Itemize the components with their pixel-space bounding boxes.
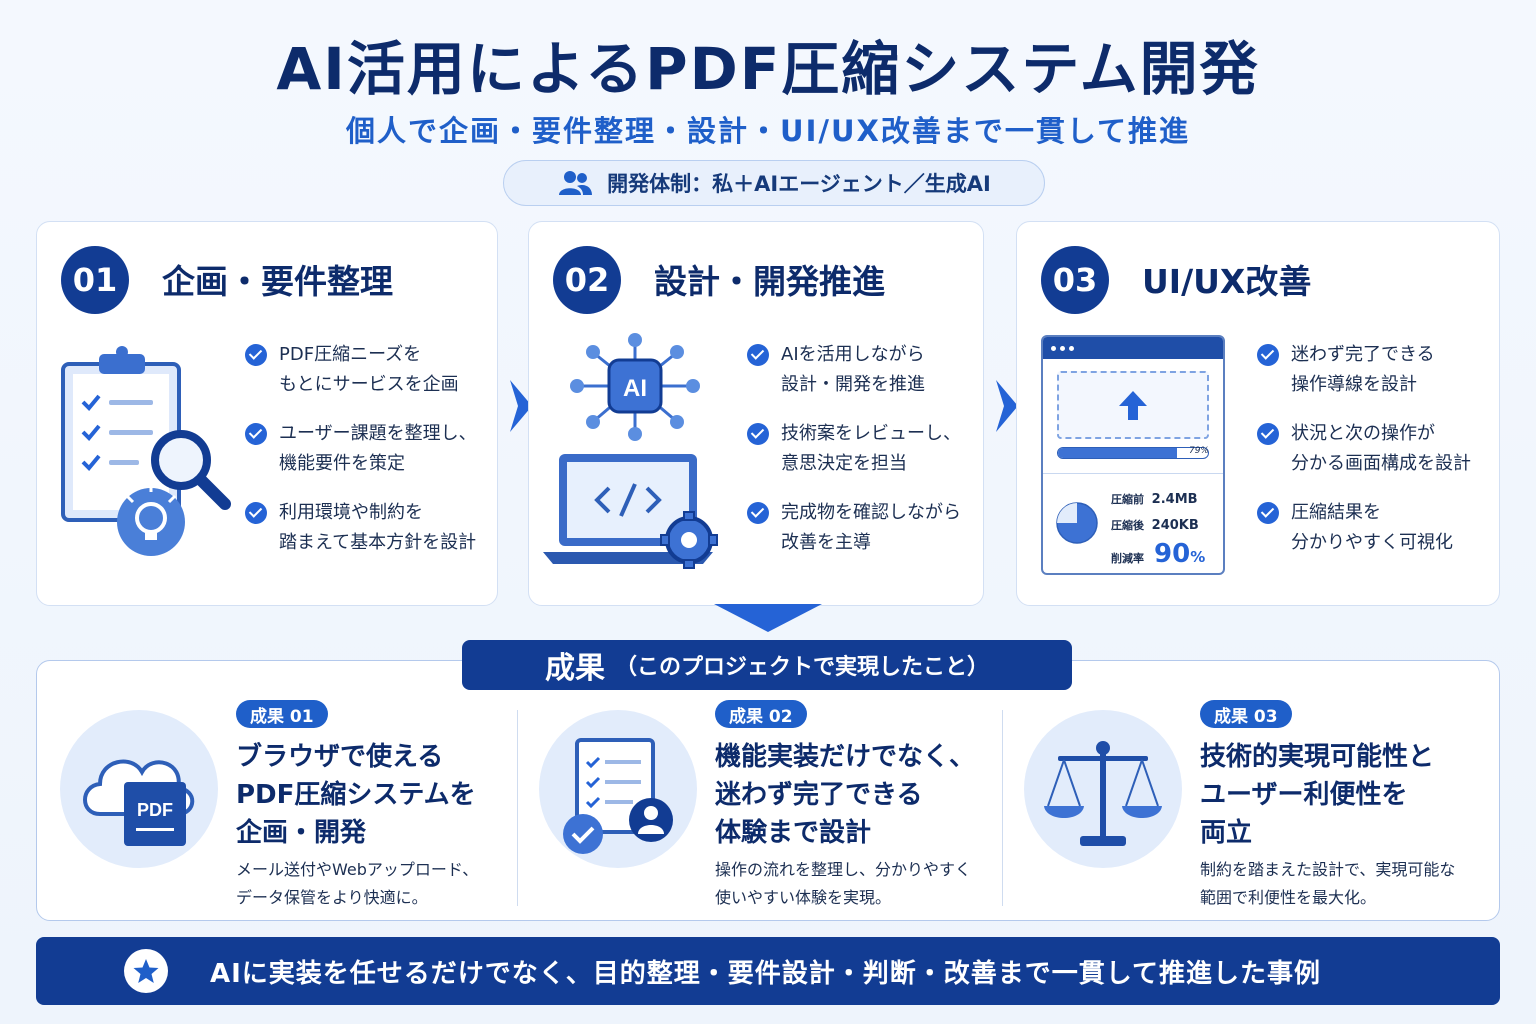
check-icon bbox=[747, 502, 769, 524]
check-icon bbox=[747, 344, 769, 366]
check-icon bbox=[245, 502, 267, 524]
check-icon bbox=[1257, 502, 1279, 524]
list-item: PDF圧縮ニーズを もとにサービスを企画 bbox=[245, 340, 477, 419]
result-tag: 成果 01 bbox=[236, 700, 328, 728]
chevron-right-icon bbox=[996, 380, 1018, 432]
checklist-user-icon bbox=[563, 738, 673, 854]
divider bbox=[1002, 710, 1003, 906]
list-item: 圧縮結果を 分かりやすく可視化 bbox=[1257, 498, 1471, 577]
step-title: UI/UX改善 bbox=[1142, 262, 1312, 301]
footer-text: AIに実装を任せるだけでなく、目的整理・要件設計・判断・改善まで一貫して推進した… bbox=[210, 958, 1322, 989]
users-icon bbox=[559, 171, 593, 195]
check-icon bbox=[245, 423, 267, 445]
check-icon bbox=[245, 344, 267, 366]
upload-arrow-icon bbox=[1119, 391, 1147, 420]
step-bullets: PDF圧縮ニーズを もとにサービスを企画 ユーザー課題を整理し、 機能要件を策定… bbox=[245, 340, 477, 577]
team-label: 開発体制：私＋AIエージェント／生成AI bbox=[607, 172, 991, 196]
check-icon bbox=[1257, 344, 1279, 366]
result-title: 技術的実現可能性と ユーザー利便性を 両立 bbox=[1200, 742, 1435, 848]
result-desc: メール送付やWebアップロード、 データ保管をより快適に。 bbox=[236, 860, 479, 907]
footer-banner: AIに実装を任せるだけでなく、目的整理・要件設計・判断・改善まで一貫して推進した… bbox=[36, 937, 1500, 1005]
result-desc: 制約を踏まえた設計で、実現可能な 範囲で利便性を最大化。 bbox=[1200, 860, 1456, 907]
check-icon bbox=[747, 423, 769, 445]
results-heading: 成果 bbox=[544, 651, 605, 686]
chevron-right-icon bbox=[510, 380, 532, 432]
star-icon bbox=[133, 959, 159, 983]
page-subtitle: 個人で企画・要件整理・設計・UI/UX改善まで一貫して推進 bbox=[346, 114, 1190, 148]
result-tag: 成果 02 bbox=[715, 700, 807, 728]
rate-label: 削減率 bbox=[1111, 552, 1144, 565]
progress-label: 79% bbox=[1188, 446, 1209, 456]
divider bbox=[517, 710, 518, 906]
result-title: 機能実装だけでなく、 迷わず完了できる 体験まで設計 bbox=[715, 742, 976, 848]
result-item-03: 成果 03 技術的実現可能性と ユーザー利便性を 両立 制約を踏まえた設計で、実… bbox=[1000, 700, 1470, 915]
list-item: 完成物を確認しながら 改善を主導 bbox=[747, 498, 961, 577]
step-bullets: 迷わず完了できる 操作導線を設計 状況と次の操作が 分かる画面構成を設計 圧縮結… bbox=[1257, 340, 1471, 577]
clipboard-magnifier-lightbulb-icon bbox=[61, 346, 231, 556]
team-pill: 開発体制：私＋AIエージェント／生成AI bbox=[503, 160, 1045, 206]
step-number: 03 bbox=[1041, 246, 1109, 314]
before-value: 2.4MB bbox=[1151, 492, 1198, 507]
down-arrow-icon bbox=[714, 604, 822, 632]
result-item-02: 成果 02 機能実装だけでなく、 迷わず完了できる 体験まで設計 操作の流れを整… bbox=[515, 700, 985, 915]
result-title: ブラウザで使える PDF圧縮システムを 企画・開発 bbox=[236, 742, 476, 848]
step-title: 企画・要件整理 bbox=[162, 262, 393, 301]
step-card-01: 01 企画・要件整理 PDF圧縮ニーズを もとにサービスを企画 ユーザー課題を整… bbox=[36, 221, 498, 606]
list-item: ユーザー課題を整理し、 機能要件を策定 bbox=[245, 419, 477, 498]
before-label: 圧縮前 bbox=[1111, 493, 1144, 506]
upload-dropzone bbox=[1057, 371, 1209, 439]
cloud-pdf-icon: PDF bbox=[83, 759, 195, 846]
balance-scale-icon bbox=[1044, 741, 1162, 846]
pdf-label: PDF bbox=[137, 800, 173, 820]
step-bullets: AIを活用しながら 設計・開発を推進 技術案をレビューし、 意思決定を担当 完成… bbox=[747, 340, 961, 577]
step-title: 設計・開発推進 bbox=[654, 262, 885, 301]
progress-bar bbox=[1057, 447, 1209, 459]
pie-icon bbox=[1056, 502, 1098, 544]
step-card-02: 02 設計・開発推進 AI AIを活用しながら 設 bbox=[528, 221, 984, 606]
after-value: 240KB bbox=[1151, 518, 1199, 533]
after-label: 圧縮後 bbox=[1111, 519, 1144, 532]
result-desc: 操作の流れを整理し、分かりやすく 使いやすい体験を実現。 bbox=[715, 860, 972, 907]
result-item-01: PDF 成果 01 ブラウザで使える PDF圧縮システムを 企画・開発 メール送… bbox=[36, 700, 506, 915]
ai-badge: AI bbox=[623, 375, 647, 402]
list-item: 状況と次の操作が 分かる画面構成を設計 bbox=[1257, 419, 1471, 498]
result-tag: 成果 03 bbox=[1200, 700, 1292, 728]
page-title: AI活用によるPDF圧縮システム開発 bbox=[276, 35, 1260, 103]
results-banner: 成果 （このプロジェクトで実現したこと） bbox=[462, 640, 1072, 690]
list-item: 迷わず完了できる 操作導線を設計 bbox=[1257, 340, 1471, 419]
check-icon bbox=[1257, 423, 1279, 445]
results-heading-note: （このプロジェクトで実現したこと） bbox=[614, 655, 989, 680]
step-number: 02 bbox=[553, 246, 621, 314]
list-item: 技術案をレビューし、 意思決定を担当 bbox=[747, 419, 961, 498]
step-number: 01 bbox=[61, 246, 129, 314]
step-card-03: 03 UI/UX改善 79% 圧縮前 2.4MB 圧縮後 240KB 削減率 9 bbox=[1016, 221, 1500, 606]
list-item: 利用環境や制約を 踏まえて基本方針を設計 bbox=[245, 498, 477, 577]
ai-network-laptop-gear-icon: AI bbox=[543, 333, 718, 569]
rate-unit: % bbox=[1190, 548, 1206, 566]
app-window-mockup: 79% 圧縮前 2.4MB 圧縮後 240KB 削減率 90% bbox=[1041, 335, 1225, 575]
list-item: AIを活用しながら 設計・開発を推進 bbox=[747, 340, 961, 419]
rate-value: 90 bbox=[1154, 539, 1191, 569]
